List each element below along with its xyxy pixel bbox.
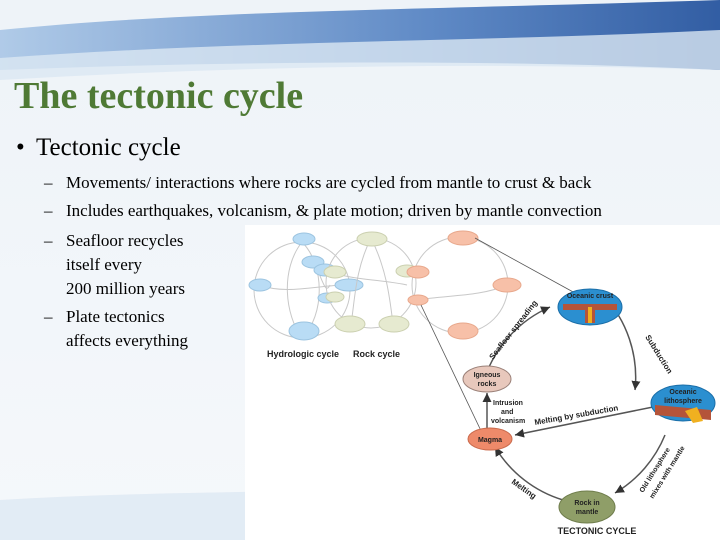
sub-bullet-4-text: Plate tectonics affects everything <box>66 305 188 353</box>
hydrologic-cycle-label: Hydrologic cycle <box>267 349 339 359</box>
intrusion-label-3: volcanism <box>491 418 525 425</box>
sub-bullet-2-text: Includes earthquakes, volcanism, & plate… <box>66 201 602 220</box>
sub-bullet-1-text: Movements/ interactions where rocks are … <box>66 173 592 192</box>
dash: – <box>44 231 53 250</box>
tectonic-cycle-title: TECTONIC CYCLE <box>558 526 637 536</box>
rock-cycle-label: Rock cycle <box>353 349 400 359</box>
oceanic-lithosphere-label-2: lithosphere <box>664 398 702 405</box>
rock-in-mantle-label-2: mantle <box>576 509 599 516</box>
rock-in-mantle-node: Rock in mantle <box>558 490 616 524</box>
oceanic-crust-label: Oceanic crust <box>567 293 614 300</box>
bullet-dot: • <box>16 134 25 161</box>
arrow-old-lithosphere <box>614 434 666 494</box>
oceanic-lithosphere-node: Oceanic lithosphere <box>650 384 716 423</box>
igneous-rocks-label-2: rocks <box>478 381 497 388</box>
rock-in-mantle-label-1: Rock in <box>574 500 599 507</box>
line: affects everything <box>66 331 188 350</box>
igneous-rocks-node: Igneous rocks <box>462 365 512 393</box>
magma-node: Magma <box>467 427 513 451</box>
dash: – <box>44 201 53 220</box>
sub-bullet-1: –Movements/ interactions where rocks are… <box>44 171 591 195</box>
intrusion-label-1: Intrusion <box>493 400 523 407</box>
main-bullet: • Tectonic cycle <box>16 134 181 162</box>
intrusion-label-2: and <box>501 409 513 416</box>
dash: – <box>44 307 53 326</box>
igneous-rocks-label-1: Igneous <box>474 372 501 379</box>
sub-bullet-4: – Plate tectonics affects everything <box>44 305 188 353</box>
line: 200 million years <box>66 279 185 298</box>
oceanic-crust-node: Oceanic crust <box>557 288 623 326</box>
melting-by-subduction-label: Melting by subduction <box>534 403 619 427</box>
small-tectonic-nodes <box>406 230 522 340</box>
line: Plate tectonics <box>66 307 165 326</box>
arrow-melting-by-subduction <box>514 406 654 438</box>
dash: – <box>44 173 53 192</box>
melting-label: Melting <box>510 477 538 500</box>
cycle-diagram: Hydrologic cycle Rock cycle <box>248 230 716 536</box>
sub-bullet-2: –Includes earthquakes, volcanism, & plat… <box>44 199 602 223</box>
sub-bullet-3: – Seafloor recycles itself every 200 mil… <box>44 229 185 301</box>
subduction-label: Subduction <box>643 333 674 375</box>
seafloor-spreading-label: Seafloor spreading <box>487 299 539 362</box>
line: itself every <box>66 255 142 274</box>
arrow-melting <box>494 446 564 501</box>
main-bullet-text: Tectonic cycle <box>36 134 181 161</box>
magma-label: Magma <box>478 437 502 444</box>
zoom-line-bottom <box>420 304 484 436</box>
sub-bullet-3-text: Seafloor recycles itself every 200 milli… <box>66 229 185 301</box>
tectonic-cycle-figure: Hydrologic cycle Rock cycle <box>245 225 720 540</box>
oceanic-lithosphere-label-1: Oceanic <box>669 389 696 396</box>
line: Seafloor recycles <box>66 231 184 250</box>
slide-title: The tectonic cycle <box>14 75 304 117</box>
zoom-line-top <box>474 237 576 294</box>
